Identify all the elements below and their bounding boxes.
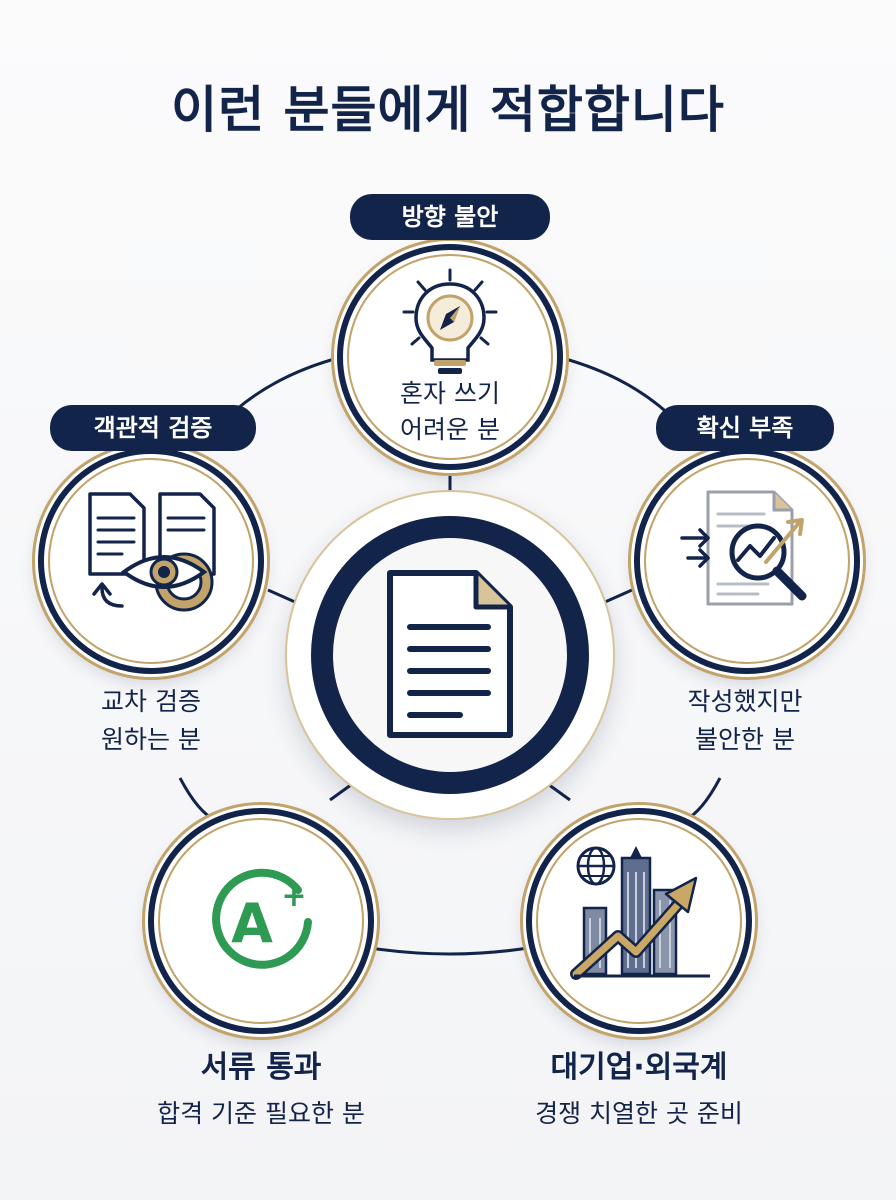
- page-title: 이런 분들에게 적합합니다: [171, 81, 725, 139]
- document-icon: [387, 570, 513, 738]
- node-inner-ring: [347, 254, 553, 460]
- node-large-foreign-company: [526, 808, 752, 1034]
- tag-objective-verification: 객관적 검증: [50, 405, 256, 451]
- node-right-line1: 작성했지만: [687, 687, 803, 716]
- node-bottom-left-subtitle: 합격 기준 필요한 분: [157, 1099, 365, 1128]
- skyscraper-growth-icon: [570, 846, 710, 980]
- node-left-line1: 교차 검증: [101, 687, 201, 716]
- node-inner-ring: [48, 458, 254, 664]
- node-direction-anxiety: 혼자 쓰기 어려운 분: [337, 244, 563, 470]
- document-eye-gear-icon: [88, 492, 216, 612]
- center-circle: [287, 492, 613, 818]
- node-inner-ring: [644, 458, 850, 664]
- node-document-pass: A +: [148, 808, 374, 1034]
- tag-direction-anxiety: 방향 불안: [350, 194, 550, 240]
- document-magnifier-chart-icon: [680, 490, 807, 606]
- node-right-line2: 불안한 분: [695, 725, 795, 754]
- node-top-line1: 혼자 쓰기: [400, 379, 500, 408]
- node-top-line2: 어려운 분: [400, 415, 500, 444]
- node-objective-verification: [38, 448, 264, 674]
- a-plus-letter: A: [231, 892, 273, 955]
- node-left-line2: 원하는 분: [101, 725, 201, 754]
- node-inner-ring: [536, 818, 742, 1024]
- node-bottom-right-title: 대기업·외국계: [550, 1050, 728, 1085]
- a-plus-sign: +: [281, 879, 306, 914]
- node-bottom-left-title: 서류 통과: [200, 1050, 322, 1085]
- node-bottom-right-subtitle: 경쟁 치열한 곳 준비: [535, 1099, 743, 1128]
- node-inner-ring: [158, 818, 364, 1024]
- compass-bulb-icon: [402, 268, 498, 374]
- a-plus-grade-icon: A +: [212, 868, 312, 969]
- node-lack-of-confidence: [634, 448, 860, 674]
- tag-lack-of-confidence: 확신 부족: [656, 405, 834, 451]
